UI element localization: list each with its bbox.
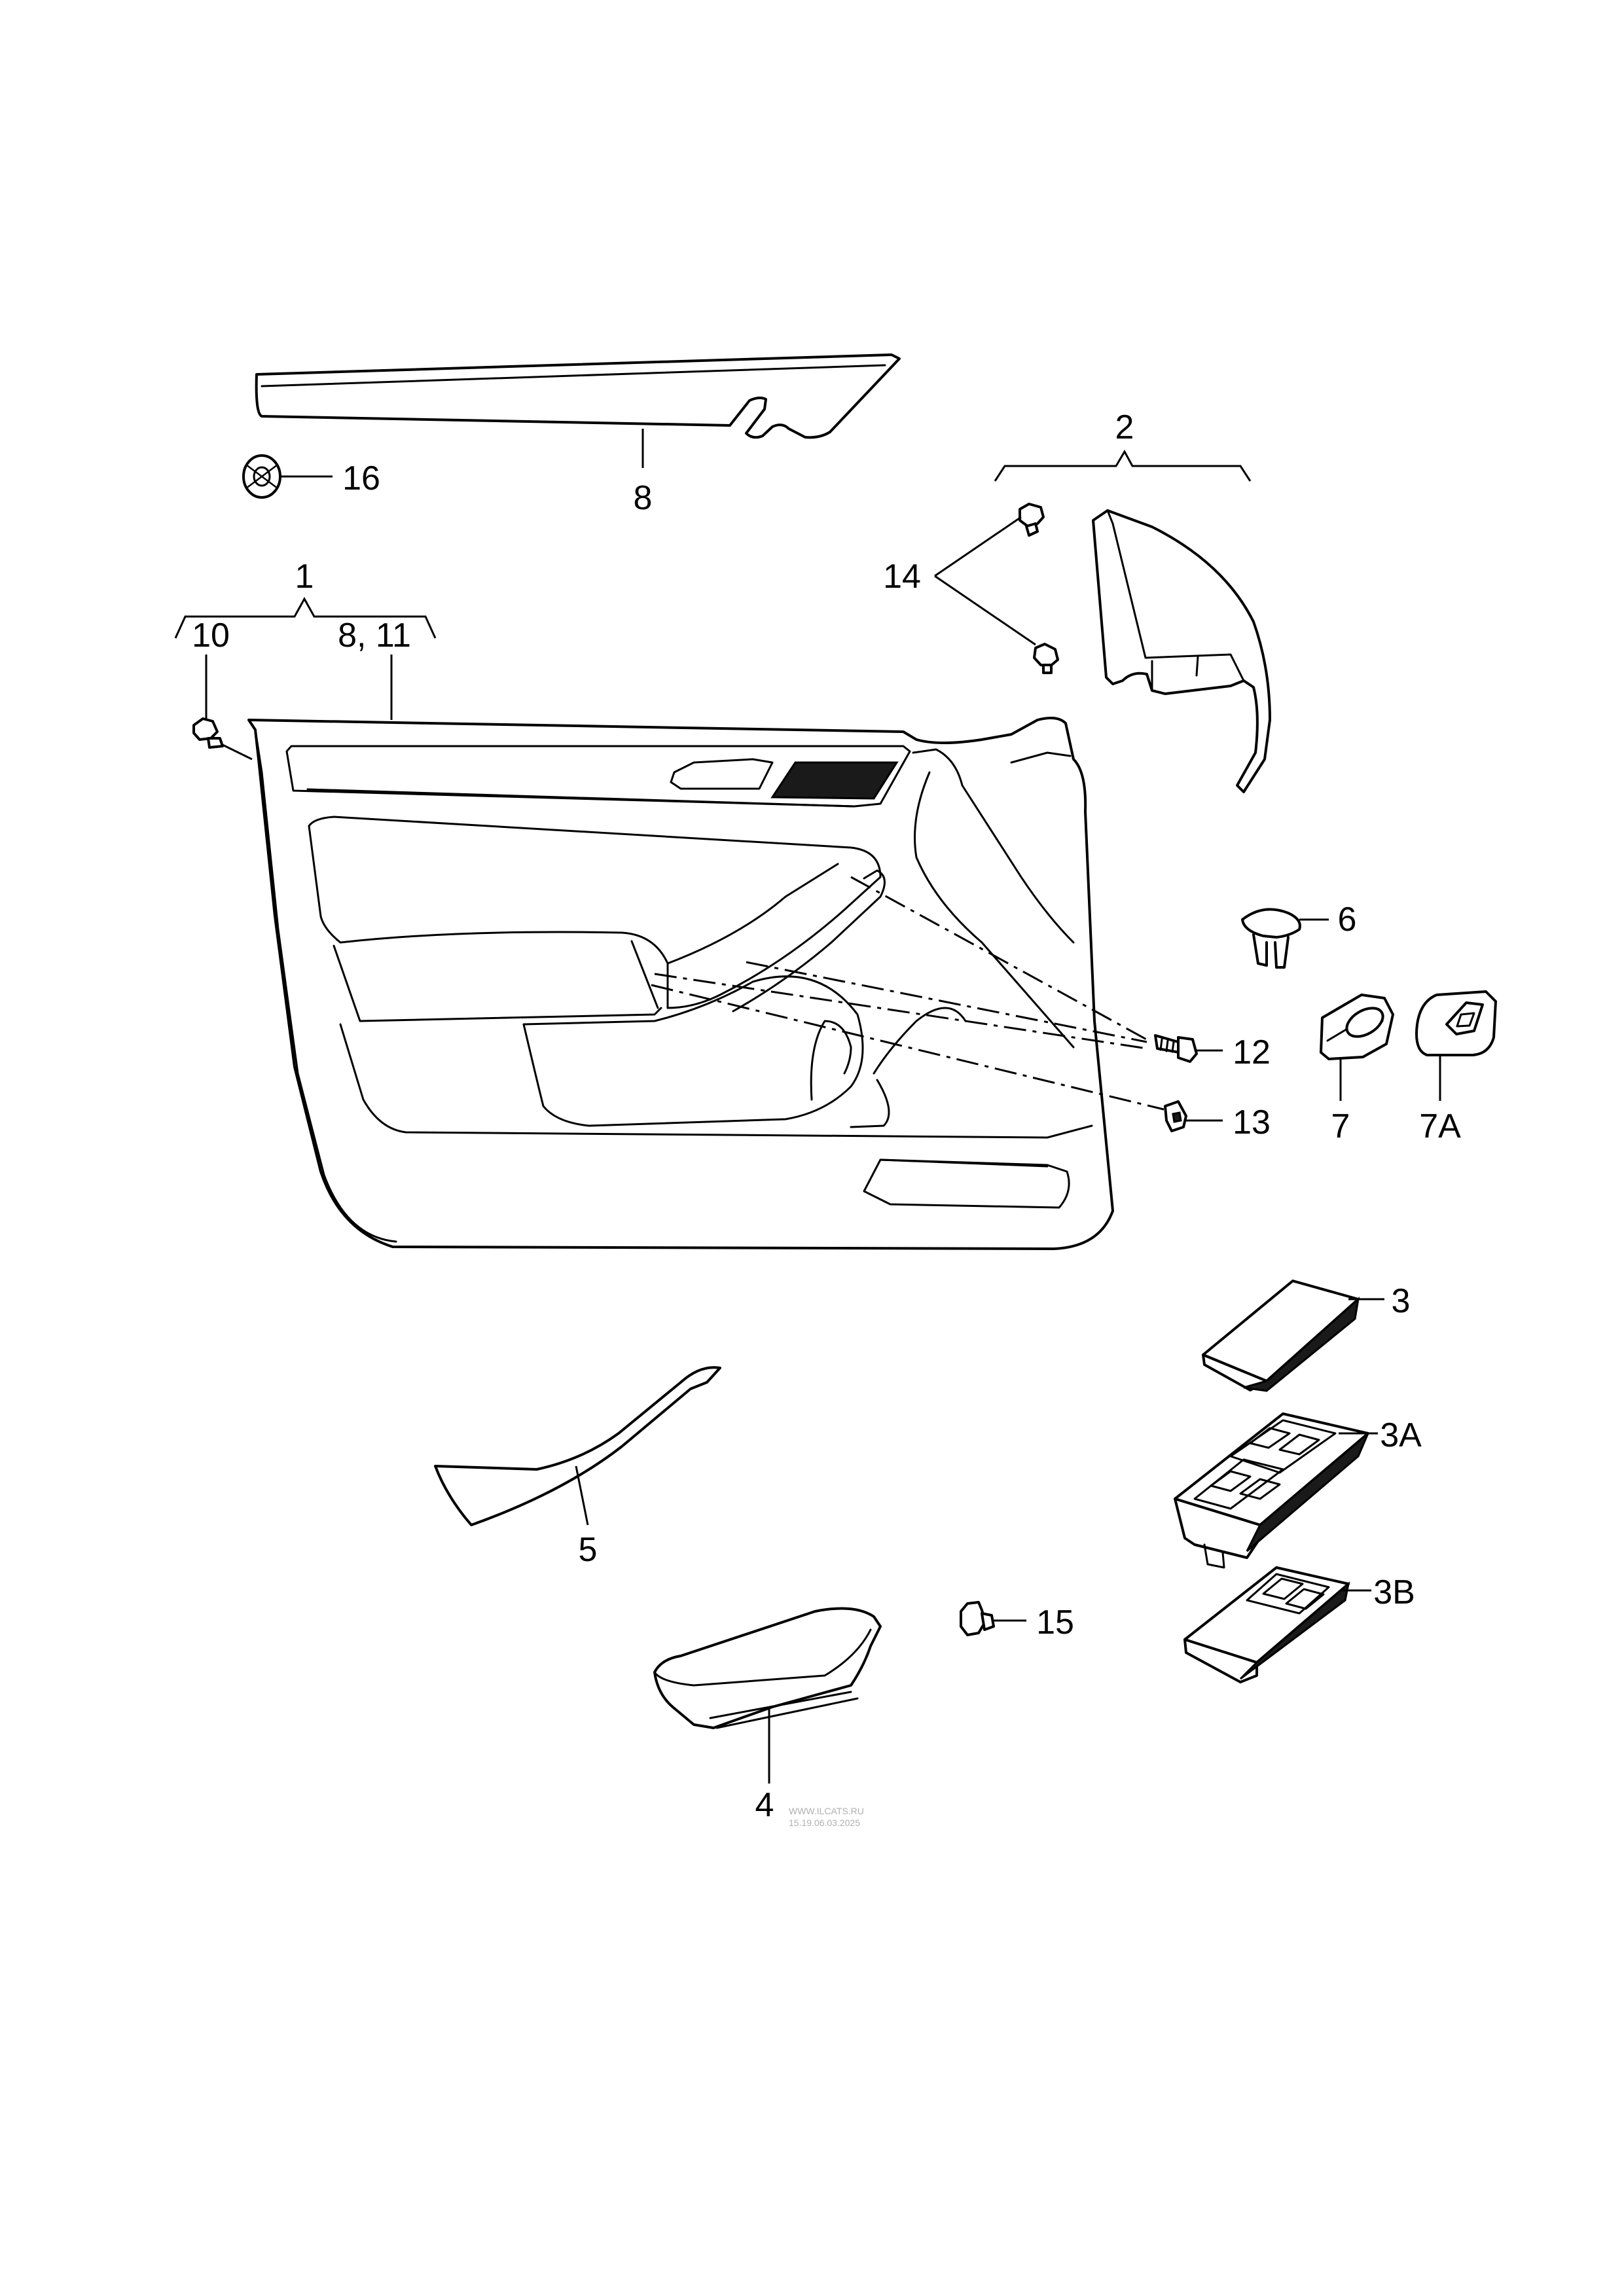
part-8-trim-strip [255, 353, 901, 439]
callout-3b: 3B [1373, 1573, 1415, 1611]
callout-3: 3 [1392, 1282, 1411, 1320]
leader-lines [174, 429, 1441, 1784]
leader-14 [934, 516, 1036, 646]
callout-14: 14 [883, 558, 921, 596]
part-3-switch-cover [1202, 1280, 1360, 1392]
callout-10: 10 [192, 617, 230, 655]
part-7a-trim-cap [1415, 990, 1497, 1056]
callout-8: 8 [634, 479, 653, 517]
part-4-armrest-pad [653, 1607, 882, 1729]
part-2-mirror-trim [1092, 509, 1271, 793]
callout-13: 13 [1233, 1103, 1271, 1141]
bracket-2 [994, 449, 1252, 482]
callout-12: 12 [1233, 1033, 1271, 1071]
watermark-line-1: WWW.ILCATS.RU [789, 1806, 864, 1816]
callout-1: 1 [295, 558, 314, 596]
part-3b-window-switch [1183, 1566, 1350, 1683]
part-5-lower-trim [434, 1366, 721, 1526]
callout-labels: 8 16 2 14 1 10 8, 11 6 12 13 7 7A 3 3A 3… [192, 408, 1461, 1824]
callout-4: 4 [755, 1786, 774, 1824]
dash-12a [850, 876, 1149, 1042]
part-14-clip-upper [1019, 503, 1045, 537]
callout-3a: 3A [1380, 1416, 1422, 1454]
part-6-expanding-clip [1241, 908, 1301, 969]
part-3a-window-switch [1174, 1412, 1369, 1569]
dash-12b [746, 961, 1147, 1043]
callout-8-11: 8, 11 [338, 617, 411, 655]
watermark: WWW.ILCATS.RU 15.19.06.03.2025 [789, 1806, 864, 1828]
part-15-clip [960, 1601, 995, 1636]
part-13-clip-nut [1164, 1100, 1187, 1132]
part-12-bolt [1154, 1034, 1198, 1063]
callout-7a: 7A [1419, 1107, 1461, 1145]
callout-6: 6 [1338, 901, 1357, 939]
callout-5: 5 [579, 1531, 598, 1569]
callout-15: 15 [1036, 1604, 1074, 1641]
part-16-washer [242, 454, 281, 499]
part-1-door-panel [247, 716, 1114, 1250]
callout-2: 2 [1115, 408, 1134, 446]
bracket-1 [174, 596, 437, 639]
callout-7: 7 [1331, 1107, 1350, 1145]
leader-5 [575, 1465, 589, 1526]
part-7-trim-cap [1320, 994, 1394, 1060]
watermark-line-2: 15.19.06.03.2025 [789, 1818, 860, 1828]
part-14-clip-lower [1033, 643, 1059, 674]
dash-13 [651, 984, 1164, 1111]
callout-16: 16 [342, 459, 380, 497]
dash-12c [654, 973, 1147, 1050]
part-10-clip [192, 717, 253, 761]
